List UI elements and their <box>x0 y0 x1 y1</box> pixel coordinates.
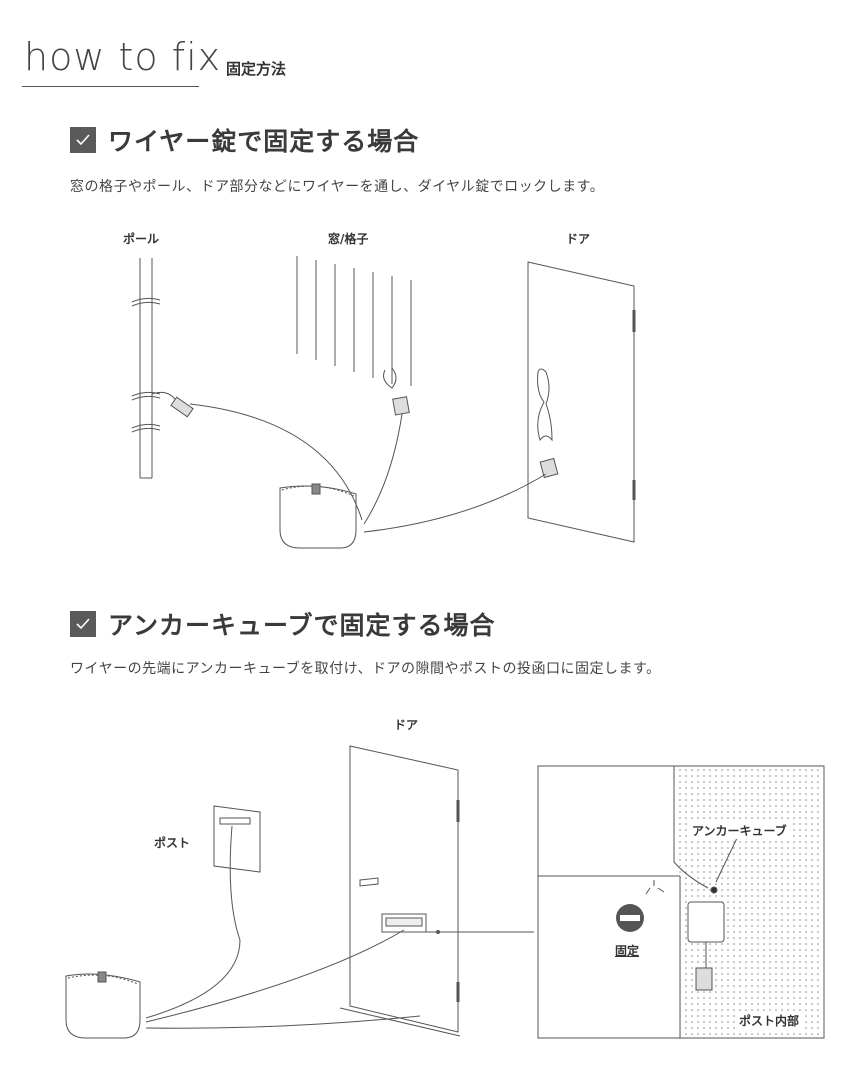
pole-illustration <box>131 258 179 479</box>
label-fixed: 固定 <box>615 944 640 958</box>
bag2-illustration <box>65 971 141 1039</box>
page-title: how to fix <box>24 35 222 79</box>
checkbox-icon <box>70 611 96 637</box>
postbox-illustration <box>145 805 261 1019</box>
detail-inset <box>537 765 825 1039</box>
section2-heading: アンカーキューブで固定する場合 <box>70 606 496 642</box>
section1-heading: ワイヤー錠で固定する場合 <box>70 122 419 158</box>
section1-heading-text: ワイヤー錠で固定する場合 <box>108 127 420 156</box>
section2-heading-text: アンカーキューブで固定する場合 <box>108 611 496 640</box>
window-grille-illustration <box>296 256 412 416</box>
page-subtitle: 固定方法 <box>226 60 287 78</box>
bag1-illustration <box>279 483 357 549</box>
label-anchor-cube: アンカーキューブ <box>690 822 789 839</box>
label-door1: ドア <box>566 232 591 246</box>
label-post: ポスト <box>154 836 191 850</box>
section2-description: ワイヤーの先端にアンカーキューブを取付け、ドアの隙間やポストの投函口に固定します… <box>70 661 661 677</box>
section1-description: 窓の格子やポール、ドア部分などにワイヤーを通し、ダイヤル錠でロックします。 <box>70 179 605 195</box>
padlock-pole-icon <box>170 396 194 418</box>
checkbox-icon <box>70 127 96 153</box>
door2-illustration <box>145 745 534 1037</box>
title-underline <box>22 86 199 87</box>
label-door2: ドア <box>394 718 419 732</box>
label-pole: ポール <box>123 232 160 246</box>
door1-illustration <box>527 261 636 543</box>
label-post-inside: ポスト内部 <box>737 1012 802 1029</box>
label-window: 窓/格子 <box>328 232 369 246</box>
fixed-sign-icon <box>616 904 644 932</box>
